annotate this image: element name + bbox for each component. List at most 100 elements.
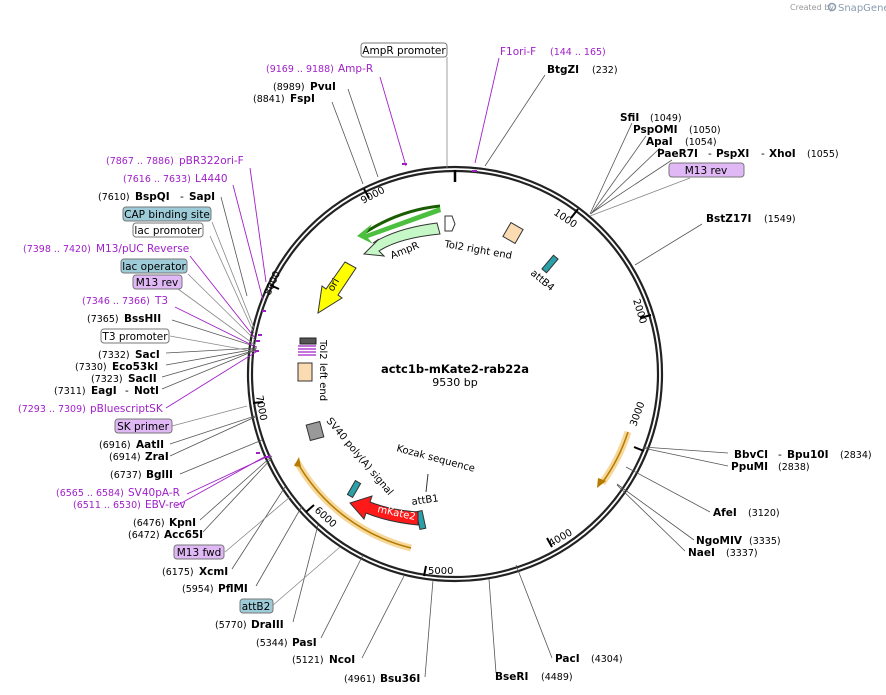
enzyme-btgzi[interactable]: BtgZI: [547, 64, 579, 76]
primer-amp-r[interactable]: Amp-R: [338, 63, 373, 75]
enzyme-bsshii-pos: (7365): [87, 314, 119, 325]
enzyme-noti[interactable]: NotI: [134, 385, 159, 397]
box-m13-fwd[interactable]: [173, 544, 225, 560]
primer-sv40pa-r-pos: (6565 .. 6584): [56, 488, 124, 499]
enzyme-acc65i[interactable]: Acc65I: [164, 529, 203, 541]
enzyme-bpu10i[interactable]: Bpu10I: [787, 449, 829, 461]
enzyme-xcmi[interactable]: XcmI: [199, 566, 228, 578]
enzyme-kpni[interactable]: KpnI: [169, 517, 196, 529]
enzyme-ppumi[interactable]: PpuMI: [731, 461, 768, 473]
enzyme-paci-pos: (4304): [591, 654, 623, 665]
enzyme-saci[interactable]: SacI: [135, 349, 160, 361]
box-t3-promoter[interactable]: [100, 328, 170, 344]
feature-label-attb4: attB4: [528, 268, 556, 294]
enzyme-bbvci[interactable]: BbvCI: [734, 449, 768, 461]
tol2-left-end-icon: [297, 362, 313, 382]
box-lac-promoter[interactable]: [132, 222, 204, 238]
enzyme-saci-pos: (7332): [98, 350, 130, 361]
enzyme-bspqi[interactable]: BspQI: [135, 191, 170, 203]
box-m13-fwd-label: M13 fwd: [177, 547, 222, 559]
primer-t3[interactable]: T3: [154, 295, 168, 307]
enzyme-afei[interactable]: AfeI: [713, 507, 737, 519]
enzyme-btgzi-pos: (232): [592, 65, 618, 76]
enzyme-paci[interactable]: PacI: [555, 653, 580, 665]
enzyme-aatii-pos: (6916): [99, 440, 131, 451]
box-attb2-label: attB2: [242, 601, 271, 613]
enzyme-sacii[interactable]: SacII: [128, 373, 157, 385]
box-cap-binding-site-label: CAP binding site: [124, 209, 210, 221]
enzyme-bsshii[interactable]: BssHII: [124, 313, 161, 325]
enzyme-xhoi[interactable]: XhoI: [769, 148, 796, 160]
box-leader-lines: [169, 57, 691, 607]
primer-f1ori-f-pos: (144 .. 165): [550, 47, 606, 58]
primer-pbluescriptsk-pos: (7293 .. 7309): [18, 404, 86, 415]
primer-f1ori-f[interactable]: F1ori-F: [500, 46, 536, 58]
box-amp-promoter[interactable]: [360, 42, 448, 58]
box-sk-primer[interactable]: [114, 418, 173, 434]
enzyme-bsu36i[interactable]: Bsu36I: [380, 673, 420, 685]
box-lac-operator-label: lac operator: [122, 261, 186, 273]
enzyme-pvui-pos: (8989): [273, 82, 305, 93]
box-lac-operator[interactable]: [120, 258, 188, 274]
enzyme-pasi[interactable]: PasI: [292, 637, 317, 649]
primer-pbr322ori-f-pos: (7867 .. 7886): [106, 156, 174, 167]
enzyme-fspi[interactable]: FspI: [290, 93, 315, 105]
primer-l4440[interactable]: L4440: [195, 173, 228, 185]
primer-pbluescriptsk[interactable]: pBluescriptSK: [90, 403, 164, 415]
primer-ebv-rev[interactable]: EBV-rev: [145, 499, 186, 511]
enzyme-bstz17i[interactable]: BstZ17I: [706, 213, 751, 225]
enzyme-ngomiv[interactable]: NgoMIV: [696, 535, 743, 547]
box-lac-promoter-label: lac promoter: [134, 225, 202, 237]
enzyme-sapi[interactable]: SapI: [189, 191, 215, 203]
tick-marks: [252, 188, 652, 577]
enzyme-zrai[interactable]: ZraI: [145, 451, 169, 463]
primer-sv40pa-r[interactable]: SV40pA-R: [128, 487, 180, 499]
enzyme-ncoi[interactable]: NcoI: [329, 654, 355, 666]
primer-pbr322ori-f[interactable]: pBR322ori-F: [179, 155, 244, 167]
enzyme-draiii[interactable]: DraIII: [251, 619, 284, 631]
enzyme-draiii-pos: (5770): [215, 620, 247, 631]
enzyme-ngomiv-pos: (3335): [749, 536, 781, 547]
tick-label-3000: 3000: [628, 400, 647, 428]
box-m13-rev-right-label: M13 rev: [685, 165, 728, 177]
amp-promoter-glyph: [444, 215, 456, 232]
enzyme-bseri[interactable]: BseRI: [495, 671, 528, 683]
enzyme-paer7i[interactable]: PaeR7I: [657, 148, 698, 160]
enzyme-pspxi[interactable]: PspXI: [716, 148, 749, 160]
primer-m13puc-rev-pos: (7398 .. 7420): [23, 244, 91, 255]
enzyme-paer7i-sep: -: [708, 148, 712, 160]
feature-label-tol2-left: Tol2 left end: [317, 339, 328, 401]
enzyme-eagi[interactable]: EagI: [91, 385, 117, 397]
enzyme-pspomi[interactable]: PspOMI: [633, 124, 678, 136]
box-m13-rev-left[interactable]: [132, 274, 183, 290]
enzyme-apai[interactable]: ApaI: [646, 136, 673, 148]
enzyme-naei[interactable]: NaeI: [688, 547, 715, 559]
m13-rev-marker: [299, 337, 317, 345]
enzyme-bstz17i-pos: (1549): [764, 214, 796, 225]
box-m13-rev-right[interactable]: [668, 162, 745, 178]
enzyme-aatii[interactable]: AatII: [136, 439, 164, 451]
primer-m13puc-rev[interactable]: M13/pUC Reverse: [96, 243, 189, 255]
inner-primer-ticks: [298, 345, 316, 356]
enzyme-bglii[interactable]: BglII: [146, 469, 173, 481]
enzyme-pvui[interactable]: PvuI: [310, 81, 336, 93]
enzyme-eagi-sep: -: [125, 385, 129, 397]
feature-label-kozak: Kozak sequence: [395, 443, 476, 475]
enzyme-pasi-pos: (5344): [256, 638, 288, 649]
enzyme-ncoi-pos: (5121): [292, 655, 324, 666]
snapgene-logo-icon: [827, 2, 837, 12]
enzyme-pflmi[interactable]: PflMI: [218, 583, 248, 595]
enzyme-zrai-pos: (6914): [109, 452, 141, 463]
sv40-pa-icon: [305, 420, 325, 442]
enzyme-eco53ki[interactable]: Eco53kI: [112, 361, 158, 373]
tick-label-5000: 5000: [428, 566, 453, 577]
box-cap-binding-site[interactable]: [122, 206, 212, 222]
box-amp-promoter-label: AmpR promoter: [362, 45, 446, 57]
plasmid-name: actc1b-mKate2-rab22a: [381, 362, 529, 376]
orange-feature-arc-right: [599, 430, 632, 486]
enzyme-sfii[interactable]: SfiI: [620, 112, 639, 124]
box-attb2[interactable]: [239, 598, 274, 614]
credit-brand[interactable]: SnapGene: [838, 3, 886, 14]
enzyme-eco53ki-pos: (7330): [75, 362, 107, 373]
feature-label-attb1: attB1: [411, 493, 439, 508]
